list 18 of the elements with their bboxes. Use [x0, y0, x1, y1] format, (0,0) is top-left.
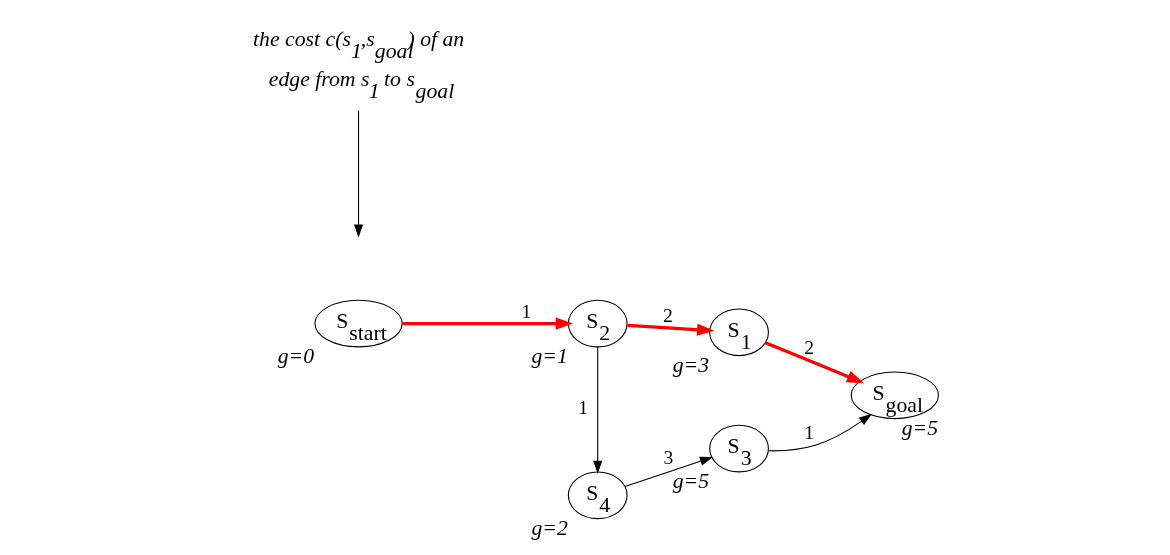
edge-label: 1 [804, 422, 815, 444]
edge-label: 2 [662, 304, 673, 326]
edge-label: 1 [578, 397, 588, 419]
edge-label: 2 [804, 337, 815, 359]
arrow [764, 341, 865, 384]
node-label: g=5 [672, 468, 710, 493]
arrow [402, 317, 574, 330]
node-label: g=0 [277, 343, 315, 368]
arrow [627, 323, 715, 336]
node-label: g=1 [531, 343, 568, 368]
edge-label: 1 [521, 300, 532, 322]
node-label: g=3 [672, 352, 710, 377]
arrow [767, 413, 872, 452]
arrow [593, 346, 603, 474]
node-label: g=2 [531, 515, 568, 540]
arrow [353, 110, 364, 238]
edge-label: 3 [663, 447, 674, 469]
arrow [624, 456, 713, 488]
